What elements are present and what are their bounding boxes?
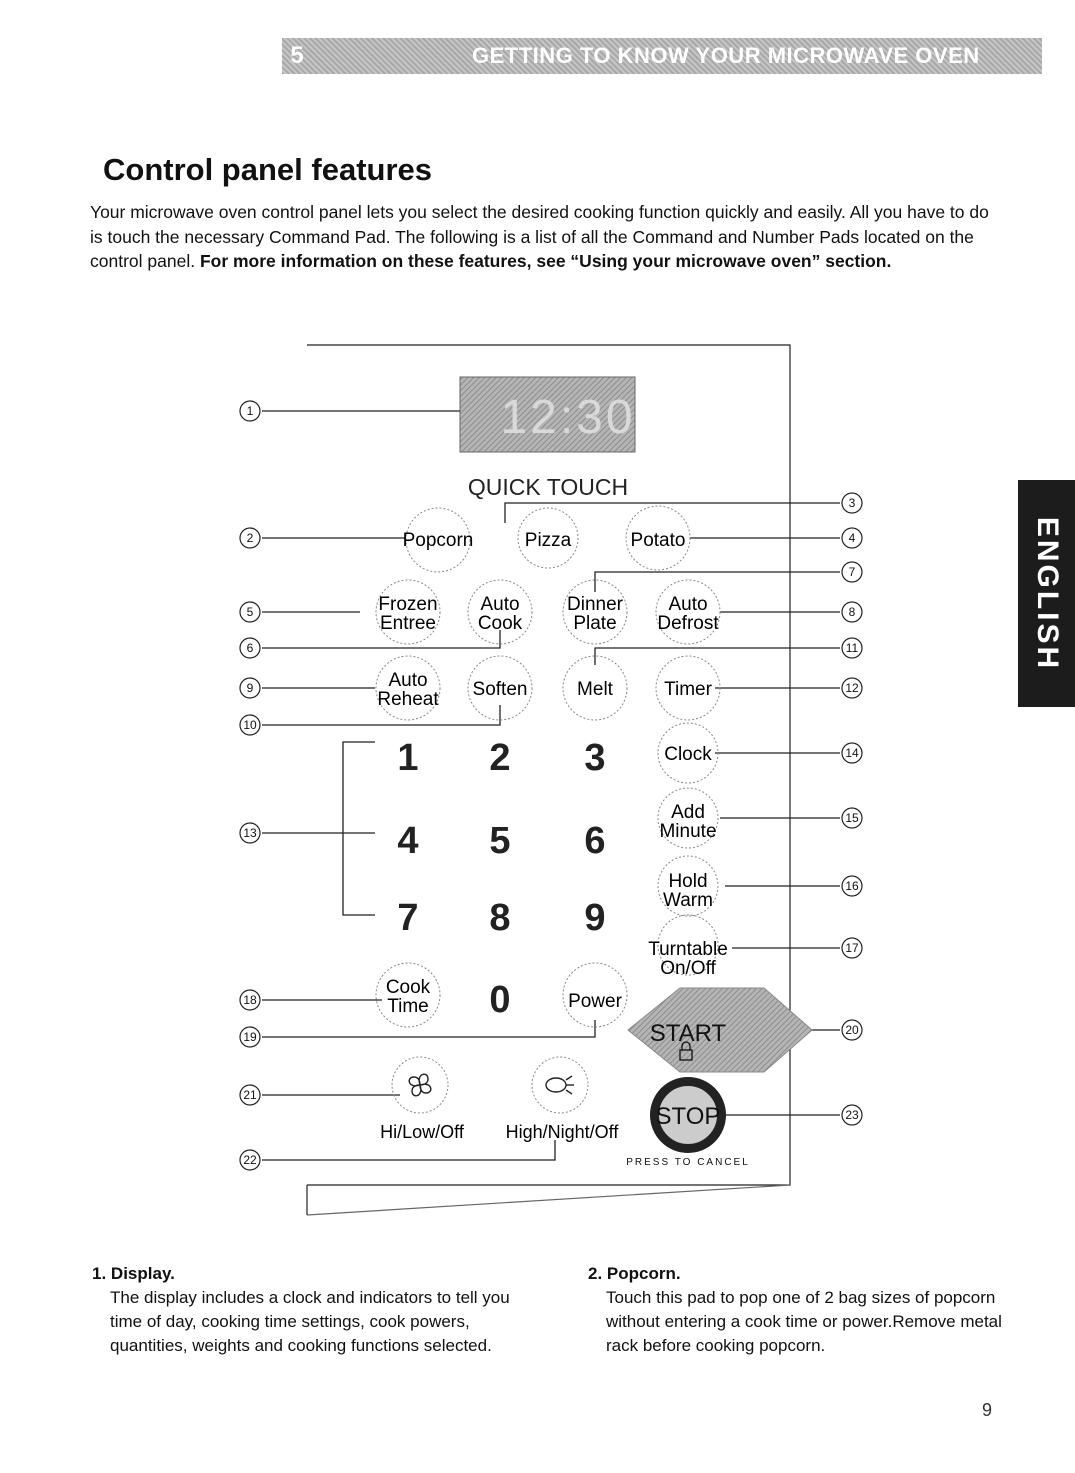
callout-numbers: 1 2 3 4 5 6 7 8 9 10 11 12 13 14 15 16 1…: [243, 404, 859, 1167]
item-popcorn-term: Popcorn.: [606, 1264, 681, 1283]
section-header-band: 5 GETTING TO KNOW YOUR MICROWAVE OVEN: [282, 38, 1042, 74]
intro-paragraph: Your microwave oven control panel lets y…: [90, 200, 990, 274]
item-popcorn: 2. Popcorn. Touch this pad to pop one of…: [588, 1262, 1018, 1358]
pad-dinner-plate-line2[interactable]: Plate: [573, 613, 616, 634]
pad-auto-defrost-line2[interactable]: Defrost: [657, 613, 719, 634]
number-pad-8[interactable]: 8: [489, 897, 510, 939]
number-pad-6[interactable]: 6: [584, 820, 605, 862]
fan-icon[interactable]: [408, 1073, 432, 1097]
intro-text: Your microwave oven control panel lets y…: [90, 202, 989, 271]
callout-9: 9: [247, 681, 254, 695]
callout-12: 12: [845, 681, 859, 695]
callout-5: 5: [247, 605, 254, 619]
item-display: 1. Display. The display includes a clock…: [92, 1262, 532, 1358]
pad-frozen-entree-line1[interactable]: Frozen: [378, 594, 437, 615]
callout-2: 2: [247, 531, 254, 545]
callout-15: 15: [845, 811, 859, 825]
control-panel-diagram: 12:30 QUICK TOUCH Popcorn Piz: [239, 344, 863, 1216]
press-to-cancel-label: PRESS TO CANCEL: [626, 1157, 750, 1168]
callout-19: 19: [243, 1030, 257, 1044]
pad-potato[interactable]: Potato: [631, 530, 686, 551]
callout-6: 6: [247, 641, 254, 655]
number-pad-0[interactable]: 0: [489, 979, 510, 1021]
pad-power[interactable]: Power: [568, 991, 623, 1012]
pad-turntable-line2[interactable]: On/Off: [660, 958, 716, 979]
number-pad-9[interactable]: 9: [584, 897, 605, 939]
pad-outlines: [375, 505, 721, 1114]
number-pad-3[interactable]: 3: [584, 737, 605, 779]
callout-20: 20: [845, 1023, 859, 1037]
pad-frozen-entree-line2[interactable]: Entree: [380, 613, 436, 634]
pad-timer[interactable]: Timer: [664, 679, 713, 700]
page-title: Control panel features: [103, 152, 432, 187]
number-pads: 1 2 3 4 5 6 7 8 9 0: [397, 737, 605, 1021]
page-number: 9: [982, 1400, 993, 1420]
callout-7: 7: [849, 565, 856, 579]
callout-23: 23: [845, 1108, 859, 1122]
pad-soften[interactable]: Soften: [473, 679, 528, 700]
callout-17: 17: [845, 941, 859, 955]
callout-8: 8: [849, 605, 856, 619]
panel-outline: [307, 344, 791, 1186]
callout-circles: [239, 400, 863, 1171]
fan-label: Hi/Low/Off: [380, 1122, 465, 1142]
light-bulb-icon[interactable]: [545, 1075, 574, 1095]
pad-auto-cook-line2[interactable]: Cook: [478, 613, 523, 634]
pad-dinner-plate-line1[interactable]: Dinner: [567, 594, 624, 615]
number-pad-4[interactable]: 4: [397, 820, 418, 862]
pad-hold-warm-line1[interactable]: Hold: [668, 871, 707, 892]
stop-button-face: [657, 1084, 719, 1146]
number-pad-2[interactable]: 2: [489, 737, 510, 779]
callout-11: 11: [846, 641, 859, 655]
pad-add-minute-line1[interactable]: Add: [671, 802, 705, 823]
item-popcorn-text: Touch this pad to pop one of 2 bag sizes…: [606, 1288, 1002, 1355]
callout-13: 13: [243, 826, 257, 840]
callout-21: 21: [243, 1088, 257, 1102]
number-pad-5[interactable]: 5: [489, 820, 510, 862]
pad-stop[interactable]: STOP: [656, 1103, 721, 1130]
lock-icon: [679, 1041, 693, 1061]
callout-22: 22: [243, 1153, 257, 1167]
item-display-number: 1.: [92, 1264, 107, 1283]
pad-add-minute-line2[interactable]: Minute: [659, 821, 716, 842]
panel-bottom-edge: [306, 1184, 791, 1216]
pad-popcorn[interactable]: Popcorn: [403, 530, 474, 551]
pad-auto-cook-line1[interactable]: Auto: [480, 594, 519, 615]
callout-16: 16: [845, 879, 859, 893]
brand-label: QUICK TOUCH: [468, 474, 628, 500]
callout-10: 10: [243, 718, 257, 732]
start-button-shape[interactable]: [627, 987, 813, 1073]
display-window: [459, 376, 636, 453]
section-page-badge: 5: [290, 42, 304, 69]
language-side-tab: ENGLISH: [1018, 480, 1075, 707]
pad-auto-defrost-line1[interactable]: Auto: [668, 594, 707, 615]
callout-3: 3: [849, 496, 856, 510]
pad-hold-warm-line2[interactable]: Warm: [663, 890, 713, 911]
pad-clock[interactable]: Clock: [664, 744, 712, 765]
item-display-term: Display.: [110, 1264, 175, 1283]
light-label: High/Night/Off: [506, 1122, 620, 1142]
number-pad-1[interactable]: 1: [397, 737, 418, 779]
callout-18: 18: [243, 993, 257, 1007]
pad-pizza[interactable]: Pizza: [525, 530, 572, 551]
number-pad-7[interactable]: 7: [397, 897, 418, 939]
pad-cook-time-line2[interactable]: Time: [387, 996, 429, 1017]
pad-cook-time-line1[interactable]: Cook: [386, 977, 431, 998]
pad-auto-reheat-line1[interactable]: Auto: [388, 670, 427, 691]
callout-lines: [262, 410, 840, 1161]
display-readout: 12:30: [500, 391, 635, 444]
callout-1: 1: [247, 404, 254, 418]
intro-bold-text: For more information on these features, …: [199, 251, 892, 271]
section-header-title: GETTING TO KNOW YOUR MICROWAVE OVEN: [472, 43, 980, 68]
callout-4: 4: [849, 531, 856, 545]
callout-14: 14: [845, 746, 859, 760]
pad-melt[interactable]: Melt: [577, 679, 614, 700]
item-popcorn-number: 2.: [588, 1264, 603, 1283]
pad-auto-reheat-line2[interactable]: Reheat: [377, 689, 439, 710]
pad-turntable-line1[interactable]: Turntable: [648, 939, 728, 960]
item-display-text: The display includes a clock and indicat…: [110, 1288, 510, 1355]
